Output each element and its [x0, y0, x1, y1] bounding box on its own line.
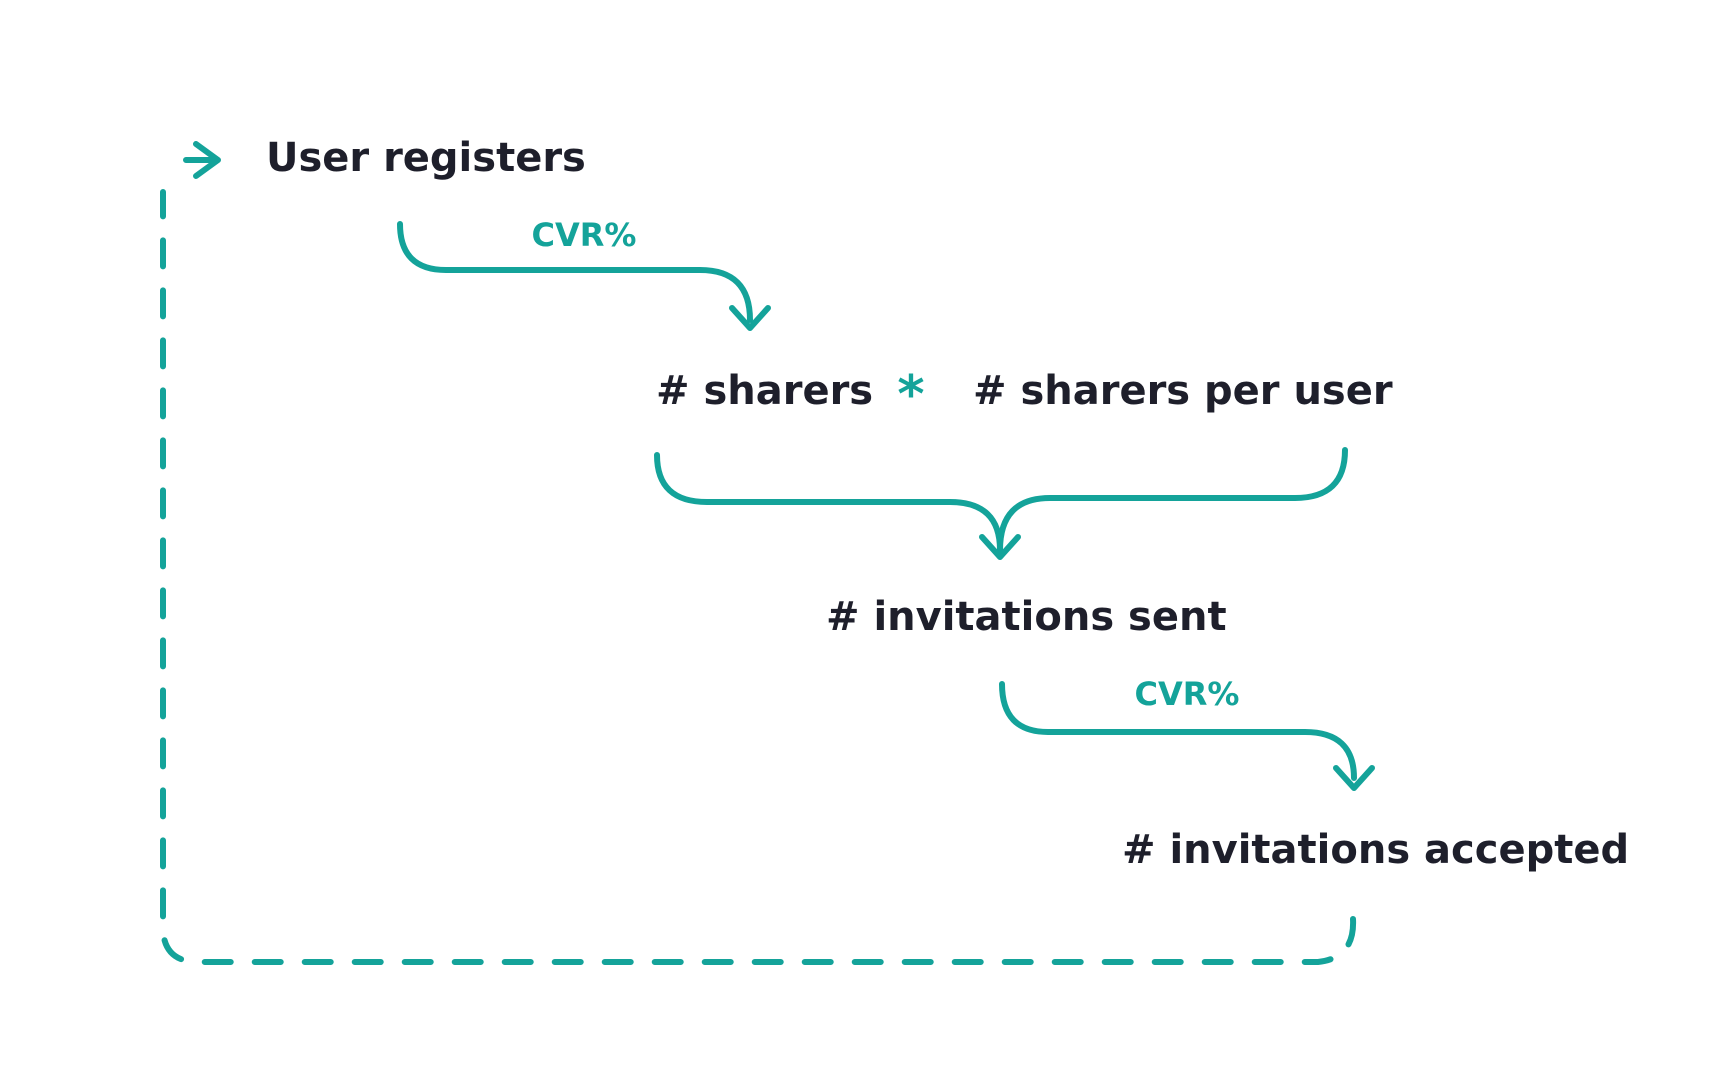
node-sharers-per-user: # sharers per user — [973, 368, 1393, 414]
arrow-registers-to-sharers — [397, 221, 753, 323]
node-sharers: # sharers — [656, 368, 873, 414]
bracket-right-arm — [997, 447, 1348, 553]
feedback-loop-arrowhead-icon — [183, 141, 221, 179]
arrow-registers-to-sharers-head-icon — [729, 305, 771, 331]
edge-label-cvr-acceptance: CVR% — [1135, 675, 1240, 713]
arrow-sent-to-accepted-head-icon — [1333, 765, 1375, 791]
arrow-sent-to-accepted — [999, 681, 1357, 781]
edge-label-cvr-registration: CVR% — [532, 216, 637, 254]
node-user-registers: User registers — [266, 135, 586, 181]
node-invitations-sent: # invitations sent — [826, 594, 1227, 640]
bracket-arrowhead-icon — [979, 534, 1021, 560]
feedback-loop-dashed-line — [159, 189, 1357, 965]
node-invitations-accepted: # invitations accepted — [1122, 827, 1629, 873]
multiply-operator: * — [897, 365, 924, 425]
bracket-left-arm — [654, 452, 1003, 553]
